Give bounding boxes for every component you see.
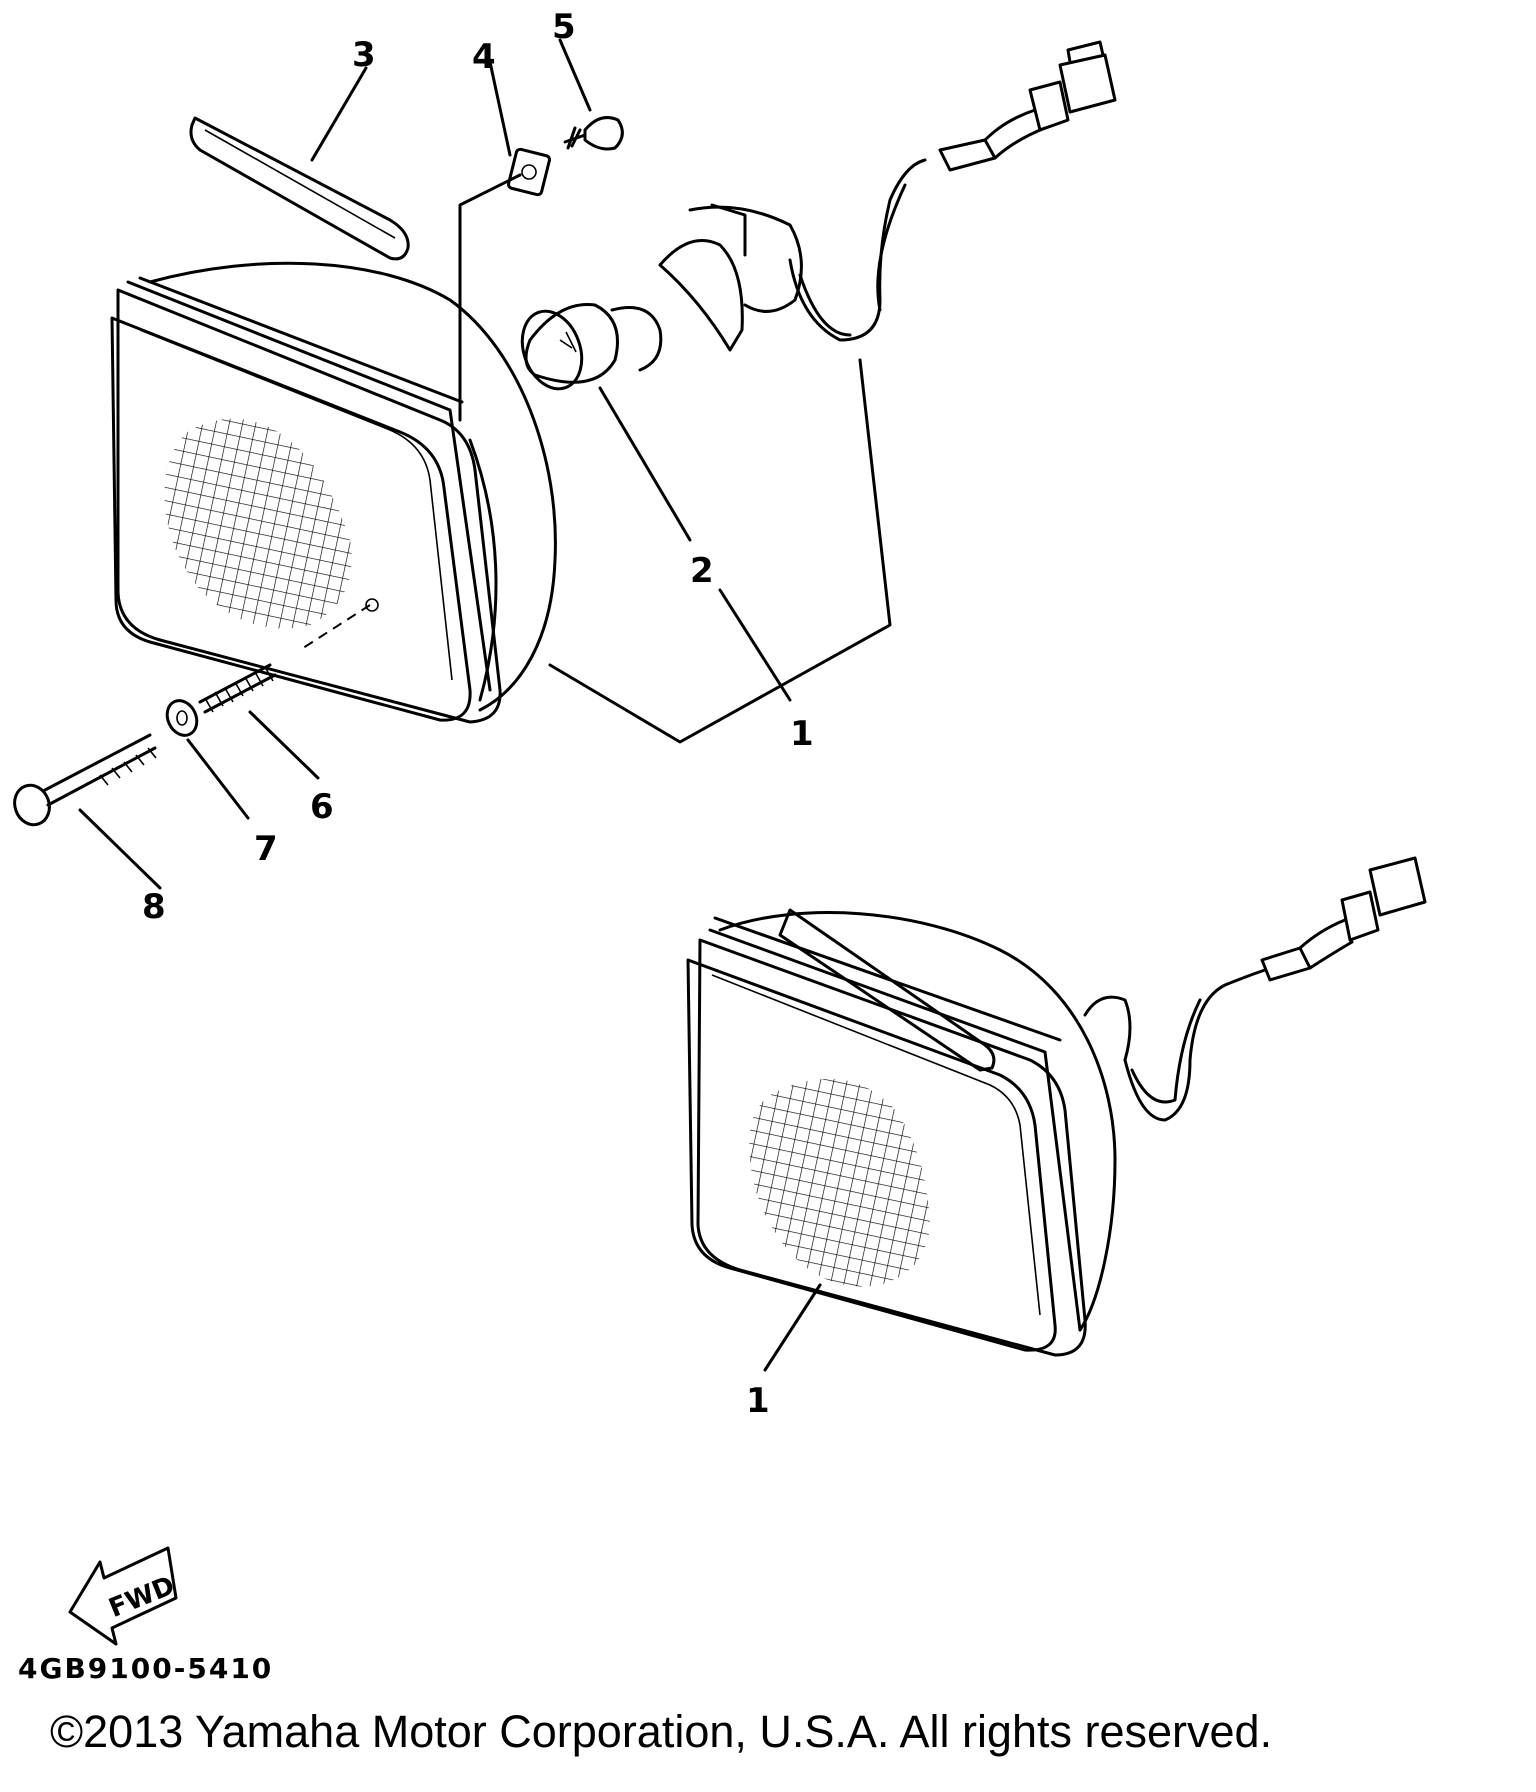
fwd-arrow-icon: FWD: [68, 1546, 179, 1646]
callout-6: 6: [310, 787, 334, 827]
callout-1-upper: 1: [790, 714, 814, 754]
adjusting-screw: [13, 733, 157, 827]
upper-lens-grid: [164, 418, 352, 629]
lower-headlight-assembly: [686, 856, 1427, 1357]
callout-1-lower: 1: [746, 1381, 770, 1421]
tapping-screw: [563, 116, 624, 151]
socket-and-harness: [658, 40, 1117, 352]
leader-lines-upper: [78, 38, 892, 890]
bulb: [520, 302, 663, 391]
washer: [165, 699, 199, 737]
adjusting-spring: [198, 663, 277, 714]
callout-7: 7: [254, 829, 278, 869]
lower-lens-grid: [749, 1078, 930, 1287]
callout-4: 4: [472, 37, 496, 77]
callout-labels: 3 4 5 2 1 6 7 8 1: [142, 7, 814, 1421]
leader-lines-lower: [763, 1283, 822, 1372]
callout-3: 3: [352, 35, 376, 75]
callout-5: 5: [552, 7, 576, 47]
copyright-notice: ©2013 Yamaha Motor Corporation, U.S.A. A…: [50, 1706, 1273, 1757]
trim-strip: [189, 116, 410, 261]
clip-nut: [507, 147, 551, 197]
fwd-label: FWD: [105, 1571, 179, 1624]
callout-2: 2: [690, 551, 714, 591]
callout-8: 8: [142, 887, 166, 927]
upper-headlight-assembly: [110, 261, 557, 724]
diagram-part-code: 4GB9100-5410: [18, 1652, 274, 1685]
